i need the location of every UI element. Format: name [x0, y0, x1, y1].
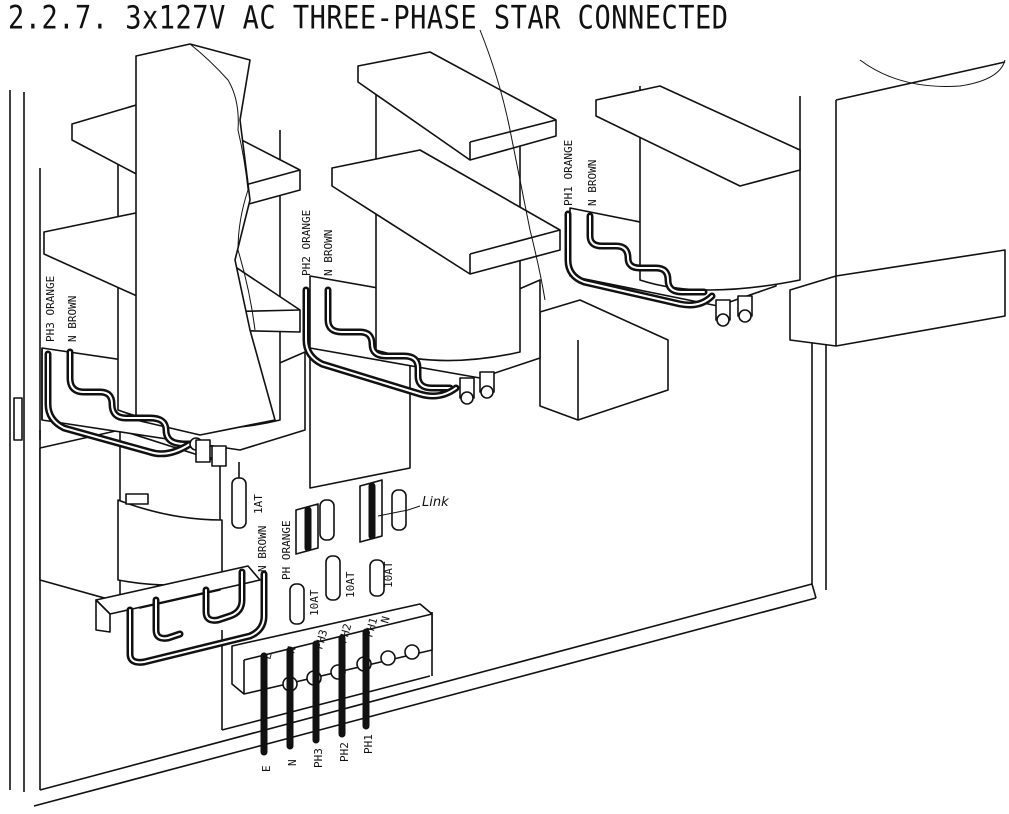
terminal-block [231, 603, 433, 756]
fuse-10at-b [325, 555, 341, 601]
label-small-neutral: N BROWN [256, 526, 269, 572]
transformer-ph1 [564, 59, 1006, 346]
term-top-ph3: PH3 [312, 628, 330, 651]
cable-label-e: E [260, 765, 273, 772]
label-fuse-1at: 1AT [252, 494, 265, 514]
term-top-ph1: PH1 [362, 616, 380, 639]
cable-label-ph3: PH3 [312, 748, 325, 768]
label-fuse-10at-b: 10AT [344, 571, 357, 598]
label-ph1-neutral: N BROWN [586, 160, 599, 206]
small-block [125, 493, 149, 505]
label-fuse-10at-a: 10AT [308, 589, 321, 616]
link-bar-2 [359, 479, 383, 543]
label-ph3-neutral: N BROWN [66, 296, 79, 342]
fuse-10at-c [369, 559, 385, 597]
cable-label-ph2: PH2 [338, 742, 351, 762]
label-small-phase: PH ORANGE [280, 520, 293, 580]
term-top-n2: N [378, 615, 392, 625]
cable-label-n: N [286, 759, 299, 766]
link-bar-1 [295, 503, 319, 555]
term-top-ph2: PH2 [336, 622, 354, 645]
fuse-10at-a [289, 583, 305, 625]
door-hinge [13, 397, 23, 441]
term-top-e: E [260, 651, 274, 661]
label-link: Link [422, 495, 449, 510]
label-ph1-orange: PH1 ORANGE [562, 140, 575, 206]
fuse-1at [231, 477, 247, 529]
label-fuse-10at-c: 10AT [382, 561, 395, 588]
small-transformer [95, 493, 268, 666]
label-ph2-orange: PH2 ORANGE [300, 210, 313, 276]
transformer-ph2 [302, 29, 561, 405]
term-top-n: N [284, 645, 298, 655]
fuse-assembly [231, 462, 421, 625]
label-ph2-neutral: N BROWN [322, 230, 335, 276]
page-title: 2.2.7. 3x127V AC THREE-PHASE STAR CONNEC… [8, 0, 729, 37]
transformer-ph3 [39, 43, 306, 467]
label-ph3-orange: PH3 ORANGE [44, 276, 57, 342]
cable-label-ph1: PH1 [362, 734, 375, 754]
incoming-cables [260, 628, 370, 756]
